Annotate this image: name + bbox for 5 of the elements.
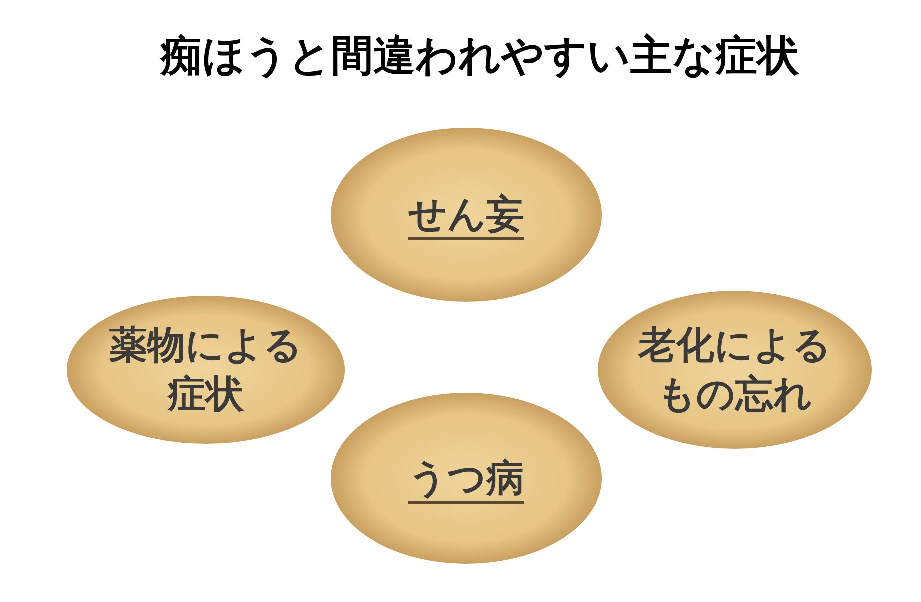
node-label: 老化によるもの忘れ — [637, 322, 832, 418]
node-label: せん妄 — [408, 191, 524, 238]
node-label: 薬物による症状 — [108, 322, 304, 418]
node-label: うつ病 — [408, 454, 524, 502]
title: 痴ほうと間違われやすい主な症状 — [159, 30, 800, 82]
